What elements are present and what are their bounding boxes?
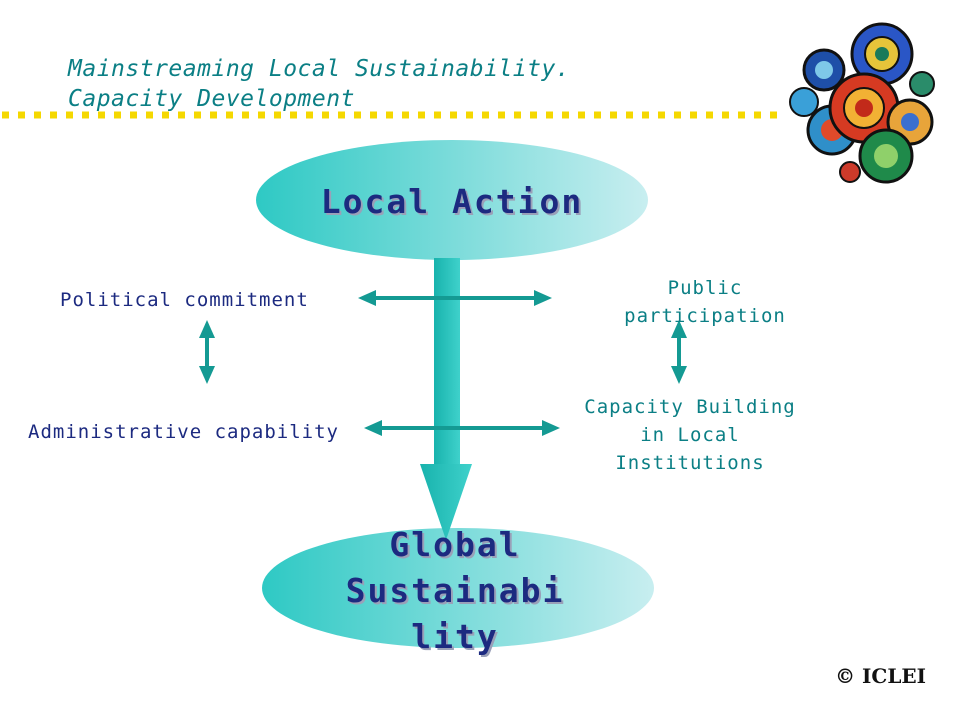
public-capacity-double-arrow bbox=[671, 320, 687, 384]
title-line-1: Mainstreaming Local Sustainability. bbox=[68, 56, 571, 82]
title-line-2: Capacity Development bbox=[68, 86, 355, 112]
global-line-1: Global bbox=[389, 525, 521, 564]
political-public-double-arrow bbox=[358, 290, 552, 306]
capacity-line-1: Capacity Building bbox=[584, 396, 796, 418]
political-commitment-label: Political commitment bbox=[60, 289, 309, 311]
slide-title: Mainstreaming Local Sustainability. Capa… bbox=[68, 54, 570, 114]
local-action-oval bbox=[256, 140, 648, 260]
dotted-divider bbox=[2, 111, 780, 119]
iclei-swirl-logo-icon bbox=[789, 22, 935, 184]
central-down-arrow bbox=[420, 258, 472, 540]
political-administrative-double-arrow bbox=[199, 320, 215, 384]
capacity-line-3: Institutions bbox=[615, 452, 765, 474]
public-participation-label: Public participation bbox=[590, 274, 820, 330]
global-line-2: Sustainabi bbox=[345, 571, 565, 610]
capacity-building-label: Capacity Building in Local Institutions bbox=[555, 393, 825, 477]
local-action-label: Local Action bbox=[320, 182, 584, 221]
global-line-3: lity bbox=[411, 617, 499, 656]
capacity-line-2: in Local bbox=[640, 424, 740, 446]
administrative-capability-label: Administrative capability bbox=[28, 421, 339, 443]
public-line-1: Public bbox=[667, 277, 743, 299]
administrative-capacity-double-arrow bbox=[364, 420, 560, 436]
global-sustainability-oval bbox=[262, 528, 654, 648]
public-line-2: participation bbox=[624, 305, 786, 327]
copyright-text: © ICLEI bbox=[835, 664, 926, 688]
global-sustainability-label: Global Sustainabi lity bbox=[300, 522, 610, 660]
